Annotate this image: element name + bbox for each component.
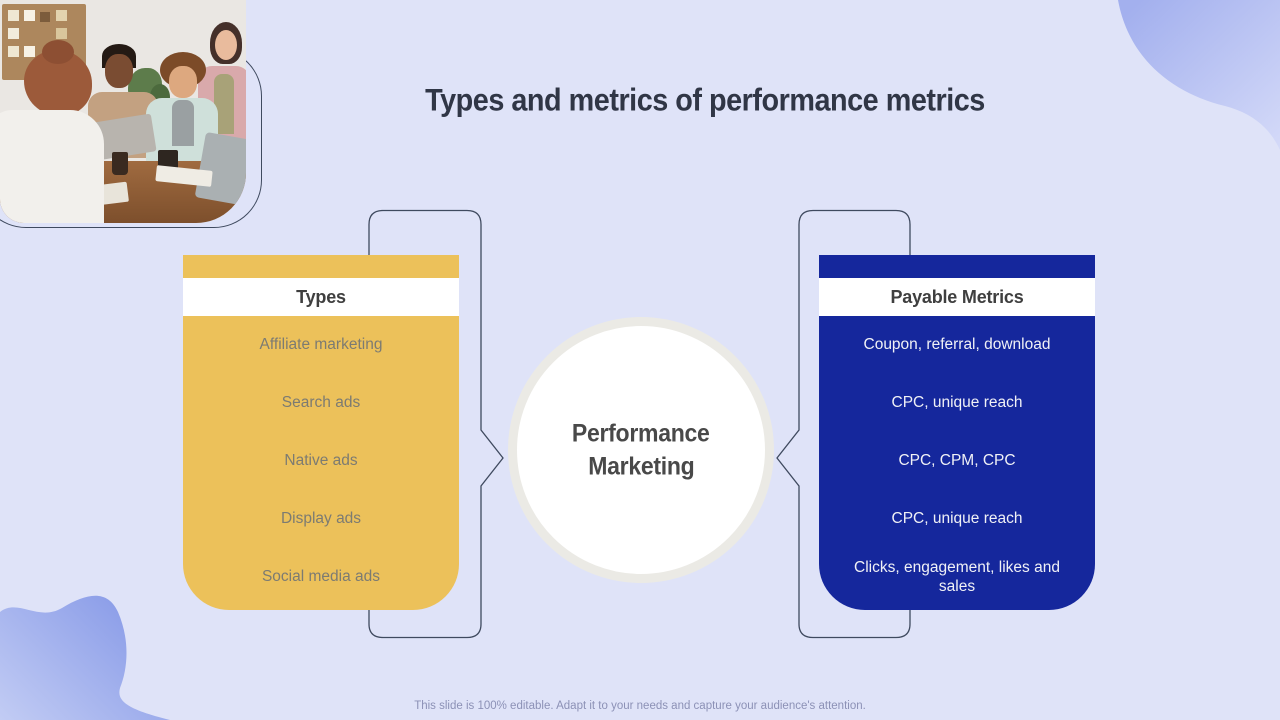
- photo-person-hair: [42, 40, 74, 64]
- types-item: Social media ads: [261, 568, 381, 586]
- types-panel-body: Affiliate marketing Search ads Native ad…: [183, 316, 459, 610]
- payable-metrics-item: CPC, unique reach: [891, 510, 1023, 528]
- types-item: Search ads: [281, 394, 361, 412]
- types-panel: Types Affiliate marketing Search ads Nat…: [183, 255, 459, 610]
- circle-label-line2: Marketing: [587, 452, 695, 481]
- payable-metrics-topband: [819, 255, 1095, 278]
- payable-metrics-body: Coupon, referral, download CPC, unique r…: [819, 316, 1095, 610]
- blob-top-right: [1118, 0, 1280, 150]
- performance-marketing-circle: Performance Marketing: [508, 317, 774, 583]
- payable-metrics-item: CPC, unique reach: [891, 394, 1023, 412]
- photo-person-shirt: [172, 100, 194, 146]
- types-panel-header: Types: [183, 278, 459, 316]
- meeting-photo: [0, 0, 246, 223]
- photo-person-face: [169, 66, 197, 98]
- payable-metrics-item: CPC, CPM, CPC: [898, 452, 1016, 470]
- circle-label-line1: Performance: [572, 419, 710, 448]
- types-item: Affiliate marketing: [259, 336, 383, 354]
- photo-person-face: [105, 54, 133, 88]
- photo-coffee-cup: [112, 152, 128, 175]
- types-panel-topband: [183, 255, 459, 278]
- payable-metrics-item: Clicks, engagement, likes and sales: [854, 558, 1060, 595]
- footer-note: This slide is 100% editable. Adapt it to…: [414, 700, 866, 712]
- photo-person-shirt: [214, 74, 234, 134]
- types-item: Native ads: [284, 452, 358, 470]
- photo-person-face: [215, 30, 237, 60]
- payable-metrics-item: Coupon, referral, download: [863, 336, 1051, 354]
- payable-metrics-header: Payable Metrics: [819, 278, 1095, 316]
- photo-person-body: [0, 110, 104, 223]
- payable-metrics-panel: Payable Metrics Coupon, referral, downlo…: [819, 255, 1095, 610]
- page-title: Types and metrics of performance metrics: [425, 82, 985, 118]
- types-item: Display ads: [280, 510, 362, 528]
